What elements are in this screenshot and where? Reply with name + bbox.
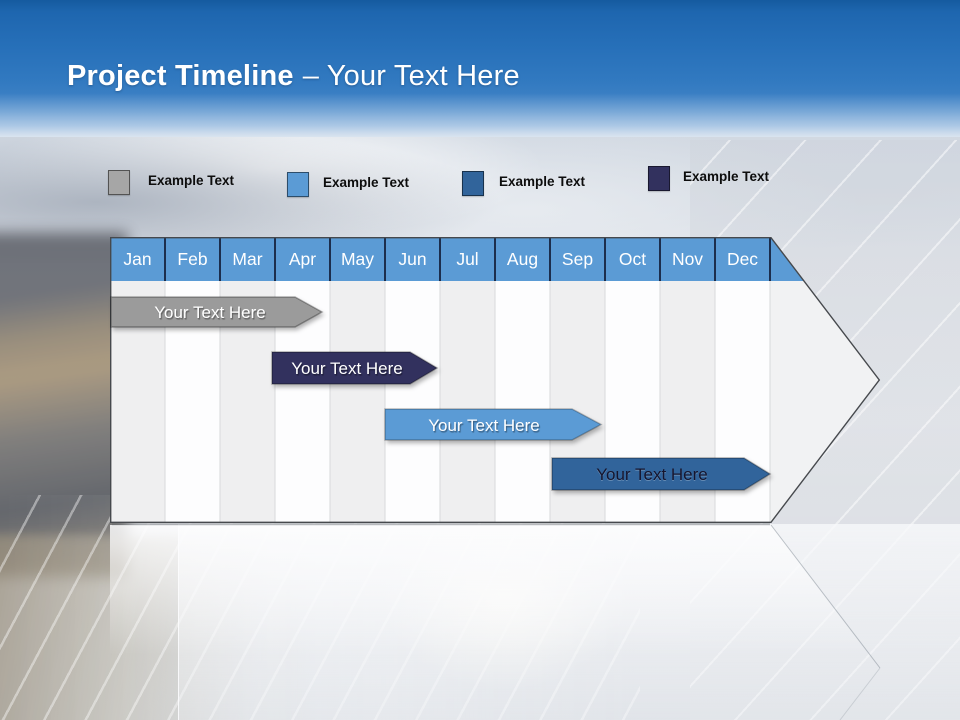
bar-label: Your Text Here: [596, 465, 708, 484]
bar-label: Your Text Here: [428, 416, 540, 435]
timeline-bar-4[interactable]: Your Text Here: [551, 457, 772, 491]
legend-swatch-navy[interactable]: [648, 166, 670, 191]
month-label: Jan: [123, 249, 151, 269]
legend-swatch-lightblue[interactable]: [287, 172, 309, 197]
arrow-reflection: [110, 524, 881, 720]
legend-swatch-gray[interactable]: [108, 170, 130, 195]
legend-label: Example Text: [148, 173, 235, 188]
bar-shape: [271, 351, 439, 385]
bar-label: Your Text Here: [154, 303, 266, 322]
month-label: May: [341, 249, 374, 269]
header-band: [0, 0, 960, 137]
month-label: Sep: [562, 249, 593, 269]
month-label: Aug: [507, 249, 538, 269]
bar-shape: [110, 296, 324, 328]
month-label: Oct: [619, 249, 646, 269]
legend-label: Example Text: [499, 174, 586, 189]
solar-panel-left-shadow: [0, 232, 128, 577]
bar-shape: [551, 457, 772, 491]
month-label: Dec: [727, 249, 758, 269]
timeline-bar-1[interactable]: Your Text Here: [110, 296, 324, 328]
month-label: Jun: [398, 249, 426, 269]
timeline-table: Jan Feb Mar Apr May Jun Jul Aug Sep Oct …: [110, 237, 880, 523]
timeline-arrow-outline: [110, 237, 881, 523]
bar-shape: [384, 408, 603, 441]
legend-label: Example Text: [683, 169, 770, 184]
timeline-bar-2[interactable]: Your Text Here: [271, 351, 439, 385]
month-label: Nov: [672, 249, 703, 269]
legend-swatch-steelblue[interactable]: [462, 171, 484, 196]
timeline-bar-3[interactable]: Your Text Here: [384, 408, 603, 441]
month-label: Jul: [456, 249, 478, 269]
legend-label: Example Text: [323, 175, 410, 190]
slide-title-main: Project Timeline: [67, 60, 294, 92]
slide-title[interactable]: Project Timeline– Your Text Here: [67, 60, 520, 93]
bar-label: Your Text Here: [291, 359, 403, 378]
month-label: Feb: [177, 249, 207, 269]
slide-title-suffix: – Your Text Here: [302, 60, 520, 92]
month-cell-dividers: [164, 237, 771, 281]
month-label: Apr: [289, 249, 316, 269]
month-label: Mar: [232, 249, 262, 269]
